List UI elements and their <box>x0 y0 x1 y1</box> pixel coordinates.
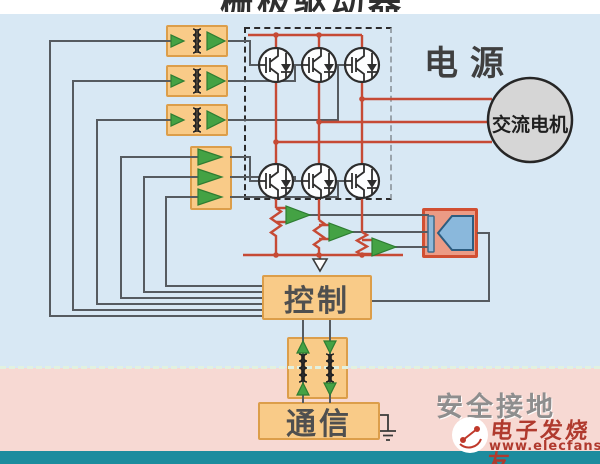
gate-driver-box-2 <box>166 65 228 97</box>
communication-label: 通信 <box>286 407 352 442</box>
gate-driver-box-3 <box>166 104 228 136</box>
isolation-barrier-dashed-line <box>0 366 600 369</box>
watermark-site: www.elecfans.com <box>489 439 600 454</box>
igbt-bridge-dashed-box <box>244 27 392 200</box>
communication-box: 通信 <box>258 402 380 442</box>
elecfans-logo-icon <box>452 417 488 453</box>
power-label: 电源 <box>424 44 516 84</box>
page-title-text: 栅极驱动器 <box>205 0 420 12</box>
low-side-buffer-box <box>190 146 232 210</box>
control-box: 控制 <box>262 275 372 320</box>
top-white-strip <box>0 0 600 14</box>
safety-ground-label: 安全接地 <box>436 392 556 423</box>
footer-bar <box>0 451 600 464</box>
motor-label: 交流电机 <box>491 114 568 136</box>
position-encoder-box <box>422 208 478 258</box>
gate-driver-box-1 <box>166 25 228 57</box>
page-title-clipped: 栅极驱动器 <box>205 0 420 12</box>
control-label: 控制 <box>284 283 350 319</box>
